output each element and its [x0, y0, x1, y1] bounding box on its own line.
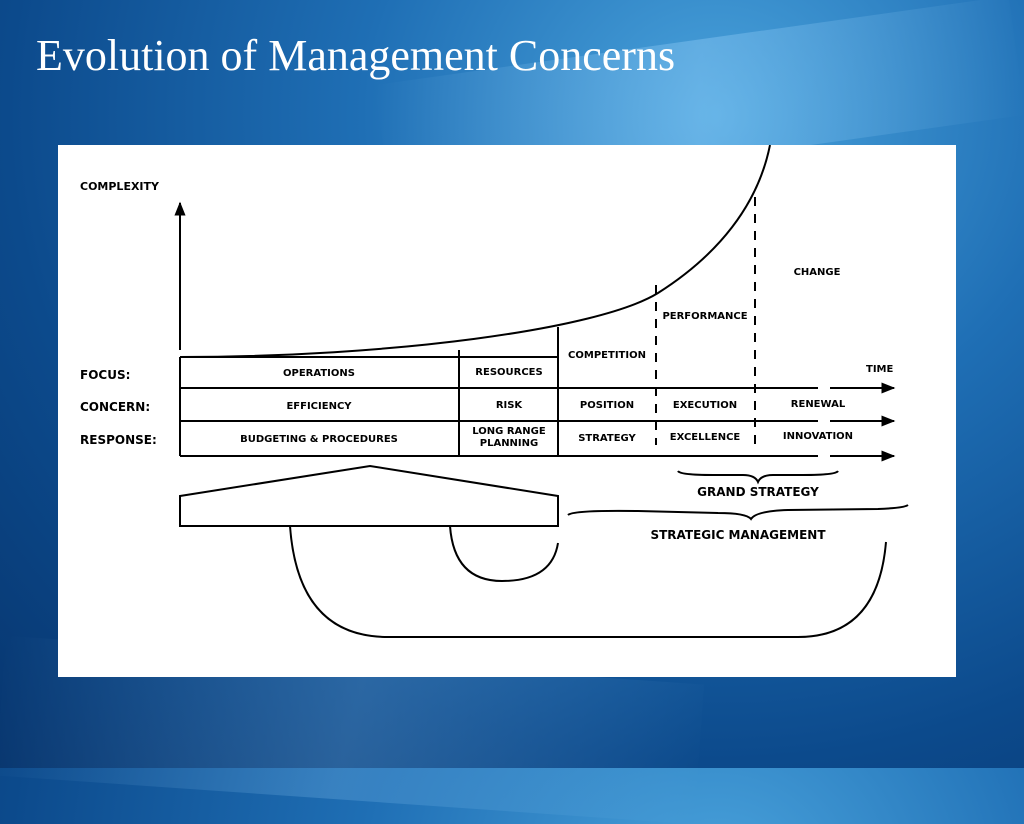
- diagram-panel: COMPLEXITY TIME FOCUS: CONCERN: RESPONSE…: [58, 145, 956, 677]
- focus-competition: COMPETITION: [568, 350, 646, 361]
- lower-arc: [289, 525, 887, 638]
- focus-operations: OPERATIONS: [283, 368, 355, 379]
- focus-resources: RESOURCES: [475, 367, 542, 378]
- focus-change: CHANGE: [794, 267, 841, 278]
- row-label-focus: FOCUS:: [80, 368, 130, 382]
- time-axis-label: TIME: [866, 364, 893, 375]
- concern-efficiency: EFFICIENCY: [286, 401, 352, 412]
- row-label-response: RESPONSE:: [80, 433, 157, 447]
- concern-position: POSITION: [580, 400, 634, 411]
- concern-execution: EXECUTION: [673, 400, 737, 411]
- strategic-management-brace: [567, 504, 909, 521]
- concern-risk: RISK: [496, 400, 524, 411]
- focus-performance: PERFORMANCE: [662, 311, 747, 322]
- grand-strategy-brace: [677, 470, 839, 485]
- grand-strategy-label: GRAND STRATEGY: [697, 485, 819, 499]
- response-strategy: STRATEGY: [578, 433, 636, 444]
- response-excellence: EXCELLENCE: [670, 432, 741, 443]
- row-label-concern: CONCERN:: [80, 400, 150, 414]
- complexity-axis-label: COMPLEXITY: [80, 180, 160, 193]
- response-long-range: LONG RANGE: [472, 426, 546, 437]
- strategic-management-label: STRATEGIC MANAGEMENT: [650, 528, 826, 542]
- planning-outline: [179, 464, 559, 527]
- slide-title: Evolution of Management Concerns: [36, 31, 676, 80]
- response-planning: PLANNING: [480, 438, 538, 449]
- planning-hook: [449, 525, 559, 583]
- response-budgeting: BUDGETING & PROCEDURES: [240, 434, 398, 445]
- evolution-diagram: COMPLEXITY TIME FOCUS: CONCERN: RESPONSE…: [80, 145, 909, 638]
- complexity-curve: [179, 145, 771, 358]
- response-innovation: INNOVATION: [783, 431, 853, 442]
- concern-renewal: RENEWAL: [791, 399, 846, 410]
